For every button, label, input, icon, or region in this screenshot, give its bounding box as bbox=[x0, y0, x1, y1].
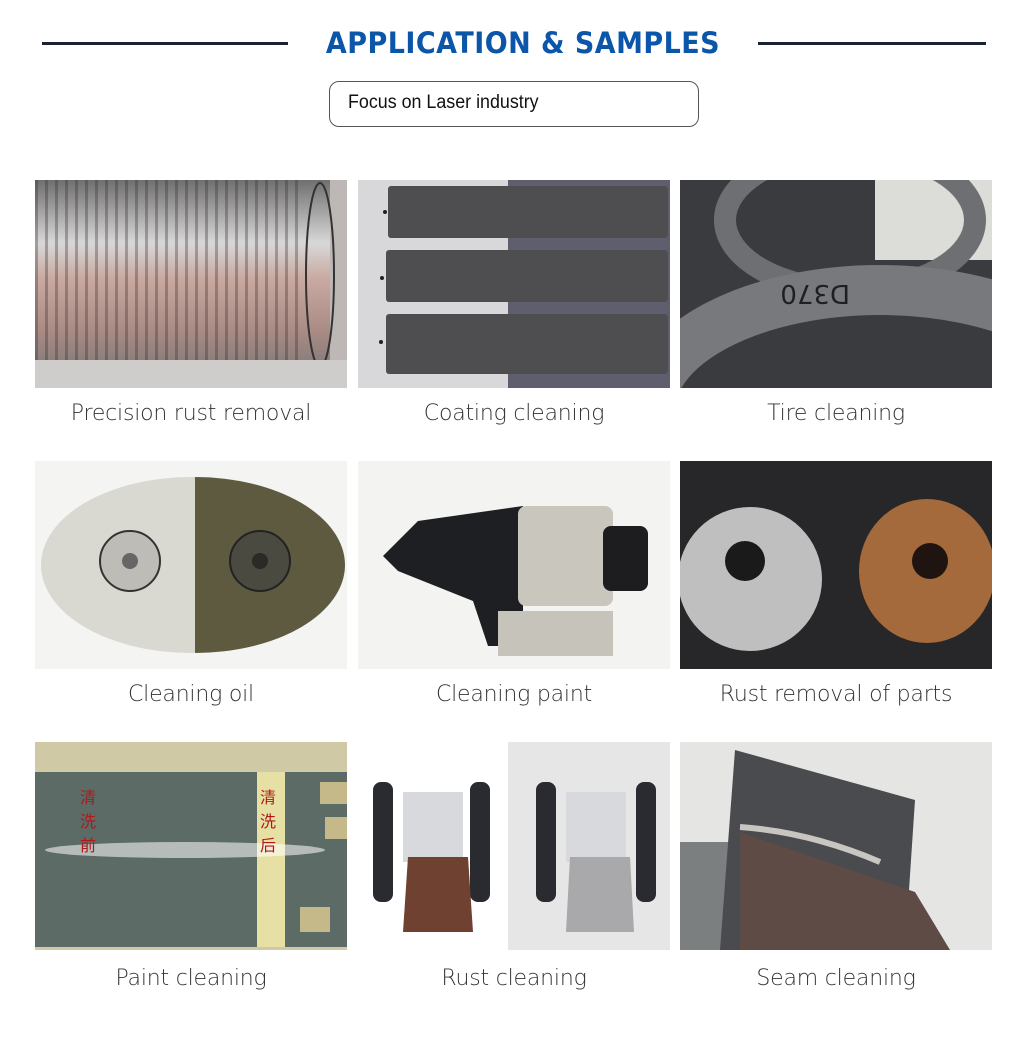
sample-image-threaded-shaft bbox=[35, 180, 347, 388]
svg-text:D370: D370 bbox=[780, 278, 850, 308]
sample-caption: Rust cleaning bbox=[441, 966, 587, 991]
section-title: APPLICATION & SAMPLES bbox=[325, 26, 721, 60]
sample-caption: Rust removal of parts bbox=[719, 682, 953, 707]
image-label-before: 清洗前 bbox=[80, 790, 97, 855]
tagline-text: Focus on Laser industry bbox=[348, 92, 539, 113]
tagline-box: Focus on Laser industry bbox=[329, 81, 699, 127]
sample-image-tire: D370 bbox=[680, 180, 992, 388]
sample-caption: Cleaning oil bbox=[128, 682, 254, 707]
sample-caption: Coating cleaning bbox=[423, 401, 605, 426]
sample-image-weld-seam bbox=[680, 742, 992, 950]
sample-image-pulleys bbox=[680, 461, 992, 669]
sample-image-rotary-chuck bbox=[358, 742, 670, 950]
sample-image-painted-panel bbox=[35, 742, 347, 950]
header-line-left bbox=[42, 42, 288, 45]
sample-caption: Cleaning paint bbox=[435, 682, 592, 707]
header-line-right bbox=[758, 42, 986, 45]
sample-image-engine-part bbox=[358, 461, 670, 669]
sample-caption: Tire cleaning bbox=[767, 401, 905, 426]
sample-caption: Paint cleaning bbox=[115, 966, 267, 991]
sample-caption: Precision rust removal bbox=[70, 401, 312, 426]
sample-image-coated-panel bbox=[358, 180, 670, 388]
sample-caption: Seam cleaning bbox=[756, 966, 916, 991]
image-label-after: 清洗后 bbox=[260, 790, 277, 855]
sample-image-gearbox-cover bbox=[35, 461, 347, 669]
